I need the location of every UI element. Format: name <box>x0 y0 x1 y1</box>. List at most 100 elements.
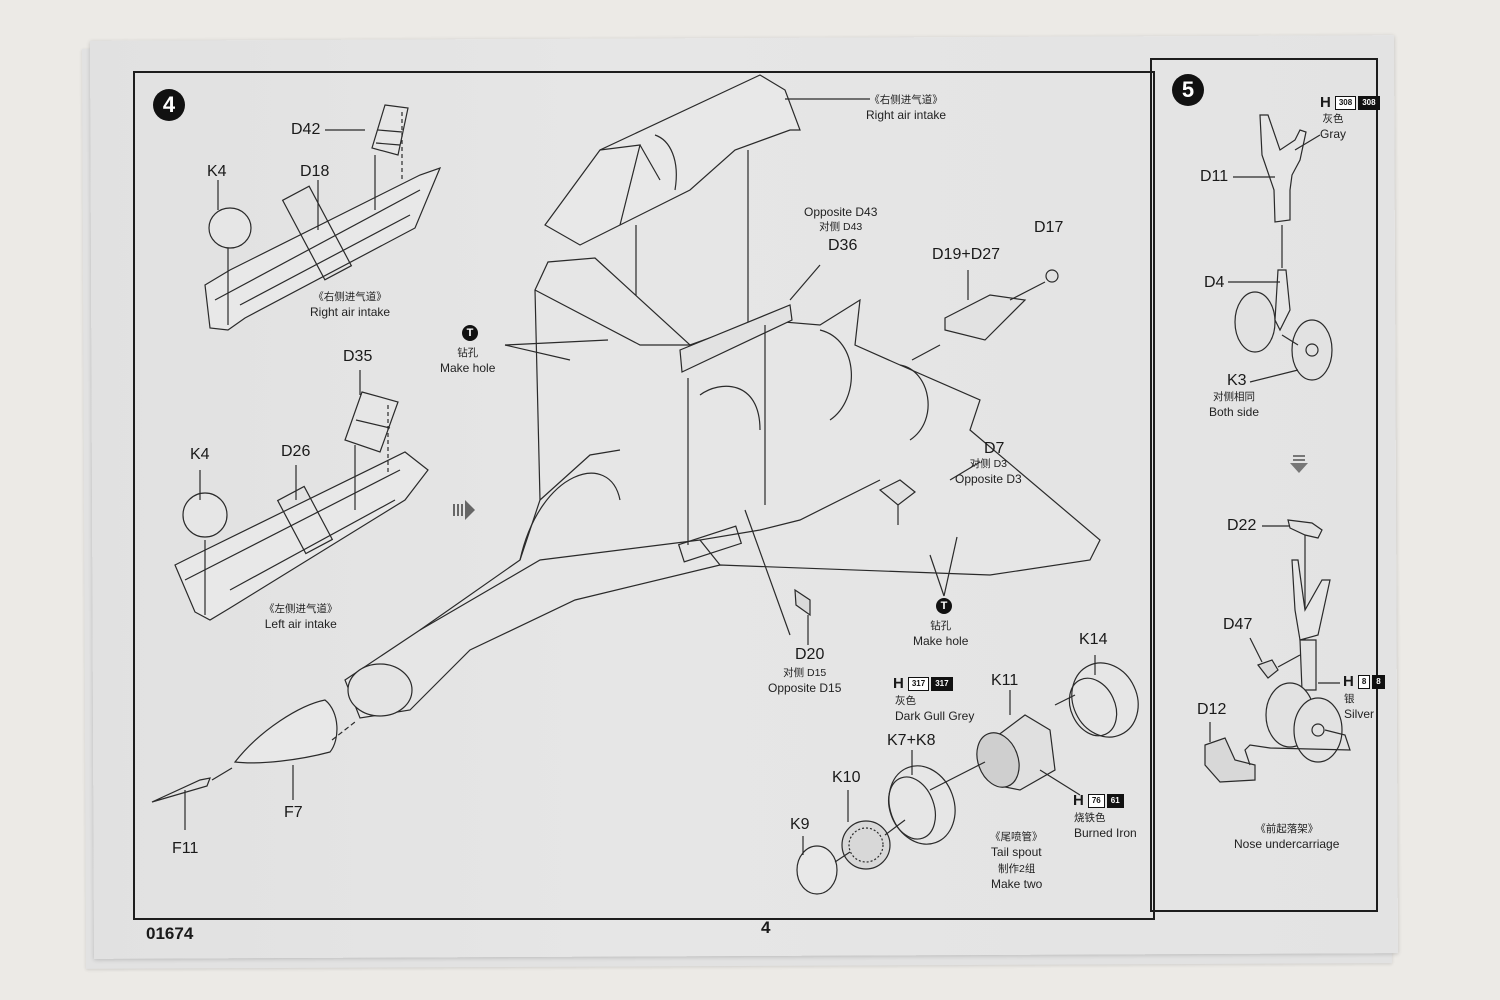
step-5-panel <box>1150 58 1378 912</box>
paint-callout-gray: H 308 308 <box>1320 94 1380 111</box>
make-hole-note-1-en: Make hole <box>440 361 496 375</box>
make-hole-note-2-en: Make hole <box>913 634 969 648</box>
paint-code-chip: 317 <box>907 676 930 691</box>
part-label-k4-right: K4 <box>207 163 227 180</box>
tail-spout-caption-cn: 《尾喷管》 <box>990 831 1043 843</box>
left-intake-caption: 《左侧进气道》 Left air intake <box>264 602 338 632</box>
paint-name-cn: 烧铁色 <box>1074 812 1106 824</box>
tail-spout-quantity-cn: 制作2组 <box>998 863 1036 875</box>
paint-name-burned-iron: 烧铁色 Burned Iron <box>1074 811 1137 841</box>
part-label-k3: K3 <box>1227 372 1247 389</box>
page-number: 4 <box>761 918 771 937</box>
d7-note: 对侧 D3 Opposite D3 <box>955 457 1022 487</box>
make-hole-note-1: 钻孔 Make hole <box>440 346 495 376</box>
part-label-d20: D20 <box>795 646 825 663</box>
part-label-k14: K14 <box>1079 631 1108 648</box>
tail-spout-caption: 《尾喷管》 Tail spout <box>990 830 1043 860</box>
paint-name-dark-gull-grey: 灰色 Dark Gull Grey <box>895 694 974 724</box>
left-intake-caption-cn: 《左侧进气道》 <box>264 603 338 615</box>
step-4-badge: 4 <box>153 89 185 121</box>
k3-note-en: Both side <box>1209 405 1260 419</box>
right-intake-caption: 《右侧进气道》 Right air intake <box>310 290 390 320</box>
nose-drawing <box>152 700 355 830</box>
part-label-d7: D7 <box>984 440 1005 457</box>
part-label-d22: D22 <box>1227 517 1257 534</box>
d36-note: Opposite D43 对侧 D43 <box>804 205 877 235</box>
paint-name-cn: 灰色 <box>895 695 916 707</box>
d7-note-en: Opposite D3 <box>955 472 1022 486</box>
tail-spout-quantity: 制作2组 Make two <box>991 862 1042 892</box>
k3-note: 对侧相同 Both side <box>1209 390 1259 420</box>
d20-note-cn: 对侧 D15 <box>783 667 827 679</box>
part-label-d47: D47 <box>1223 616 1253 633</box>
part-label-d18: D18 <box>300 163 330 180</box>
paint-name-en: Burned Iron <box>1074 826 1137 840</box>
make-hole-note-2: 钻孔 Make hole <box>913 619 968 649</box>
paint-name-en: Dark Gull Grey <box>895 709 975 723</box>
part-label-d19-d27: D19+D27 <box>932 246 1001 263</box>
right-intake-caption-cn: 《右侧进气道》 <box>313 291 387 303</box>
part-label-d12: D12 <box>1197 701 1227 718</box>
d36-note-en: Opposite D43 <box>804 205 878 219</box>
main-gear-drawing <box>1228 115 1332 382</box>
step-4-panel <box>133 71 1155 920</box>
d20-note-en: Opposite D15 <box>768 681 842 695</box>
nose-gear-drawing <box>1205 520 1350 782</box>
left-intake-caption-en: Left air intake <box>264 617 337 631</box>
paint-code-chip: 317 <box>931 676 953 691</box>
part-label-d17: D17 <box>1034 219 1064 236</box>
nose-undercarriage-caption-en: Nose undercarriage <box>1234 837 1340 851</box>
left-intake-drawing <box>175 370 428 620</box>
paint-callout-dark-gull-grey: H 317 317 <box>893 675 953 692</box>
paint-prefix: H <box>1343 673 1354 690</box>
part-label-d35: D35 <box>343 348 373 365</box>
paint-code-chip: 308 <box>1334 95 1357 110</box>
paint-callout-silver: H 8 8 <box>1343 673 1385 690</box>
drill-icon: T <box>936 598 952 614</box>
paint-name-en: Gray <box>1320 127 1347 141</box>
nose-undercarriage-caption-cn: 《前起落架》 <box>1255 823 1319 835</box>
paint-name-cn: 灰色 <box>1322 113 1344 125</box>
down-arrow-icon <box>1290 455 1308 473</box>
part-label-d26: D26 <box>281 443 311 460</box>
upper-fuselage-caption-cn: 《右侧进气道》 <box>869 94 943 106</box>
right-intake-drawing <box>205 105 440 330</box>
part-label-k4-left: K4 <box>190 446 210 463</box>
tail-spout-caption-en: Tail spout <box>990 845 1042 859</box>
make-hole-note-1-cn: 钻孔 <box>457 347 479 359</box>
tail-spout-drawing <box>797 652 1150 894</box>
step-5-badge: 5 <box>1172 74 1204 106</box>
paint-callout-burned-iron: H 76 61 <box>1073 792 1124 809</box>
paint-name-cn: 银 <box>1344 693 1355 705</box>
paint-code-chip: 8 <box>1372 674 1385 689</box>
part-label-d11: D11 <box>1200 168 1229 185</box>
paint-name-silver: 银 Silver <box>1344 692 1374 722</box>
paint-prefix: H <box>893 675 904 692</box>
d20-note: 对侧 D15 Opposite D15 <box>768 666 841 696</box>
nose-undercarriage-caption: 《前起落架》 Nose undercarriage <box>1234 822 1339 852</box>
drill-icon: T <box>462 325 478 341</box>
paint-code-chip: 76 <box>1087 793 1105 808</box>
d7-note-cn: 对侧 D3 <box>969 458 1008 470</box>
upper-fuselage-caption-en: Right air intake <box>866 108 947 122</box>
part-label-f11: F11 <box>172 840 199 857</box>
part-label-f7: F7 <box>284 804 303 821</box>
part-label-k10: K10 <box>832 769 861 786</box>
paint-name-gray: 灰色 Gray <box>1320 112 1346 142</box>
k3-note-cn: 对侧相同 <box>1213 391 1256 403</box>
part-label-k11: K11 <box>991 672 1019 689</box>
part-label-d42: D42 <box>291 121 321 138</box>
paint-code-chip: 8 <box>1357 674 1371 689</box>
part-label-k9: K9 <box>790 816 810 833</box>
upper-fuselage-caption: 《右侧进气道》 Right air intake <box>866 93 946 123</box>
main-airframe-drawing <box>345 258 1100 718</box>
paint-prefix: H <box>1320 94 1331 111</box>
part-label-d36: D36 <box>828 237 858 254</box>
paint-name-en: Silver <box>1344 707 1375 721</box>
right-intake-caption-en: Right air intake <box>310 305 391 319</box>
part-label-k7-k8: K7+K8 <box>887 732 936 749</box>
part-label-d4: D4 <box>1204 274 1225 291</box>
next-step-arrow-icon <box>453 500 475 520</box>
paint-prefix: H <box>1073 792 1084 809</box>
